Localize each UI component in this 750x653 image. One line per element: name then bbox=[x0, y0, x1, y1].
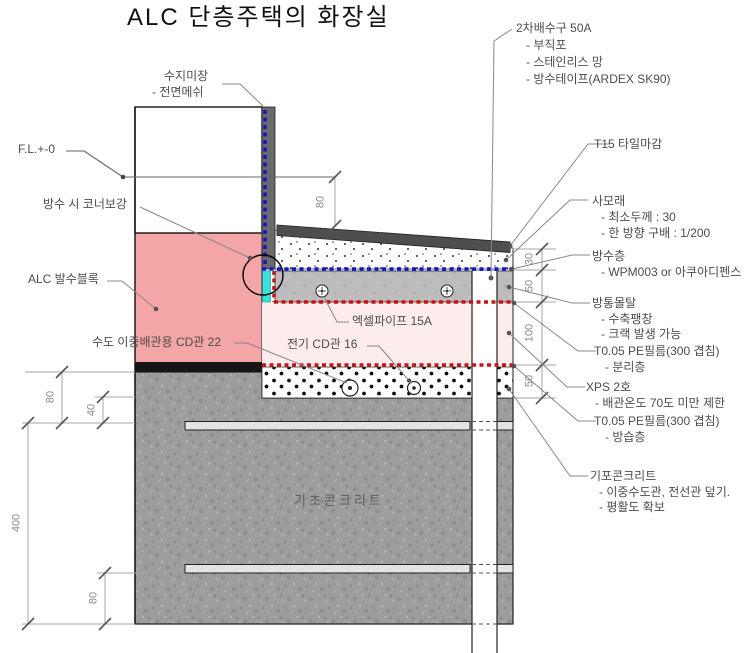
annotation-foam-title: 기포콘크리트 bbox=[590, 469, 657, 483]
wall-base-band bbox=[135, 362, 262, 372]
fl-marker-dot bbox=[120, 174, 126, 180]
rebar-upper bbox=[184, 421, 471, 431]
rebar-lower bbox=[184, 564, 471, 574]
membranes bbox=[262, 110, 513, 367]
annotation-mortar-item: - 크랙 발생 가능 bbox=[601, 327, 682, 341]
annotation-foam-item: - 이중수도관, 전선관 덮기. bbox=[599, 485, 731, 499]
dim-right-50a: 50 bbox=[523, 279, 536, 293]
annotation-mortar-item: - 수축팽창 bbox=[601, 312, 653, 326]
annotation-sand-title: 사모래 bbox=[592, 194, 626, 208]
dim-left-lower-80: 80 bbox=[87, 591, 100, 605]
leader-lines bbox=[107, 28, 610, 477]
dim-left-40: 40 bbox=[85, 403, 98, 417]
dimension-ticks bbox=[21, 170, 549, 631]
annotation-mortar-title: 방통몰탈 bbox=[592, 296, 637, 310]
annotation-xps-title: XPS 2호 bbox=[586, 380, 632, 394]
label-water-cd-pipe: 수도 이중배관용 CD관 22 bbox=[92, 335, 222, 349]
alc-block bbox=[135, 233, 262, 362]
annotation-drain-item: - 스테인리스 망 bbox=[526, 55, 603, 69]
annotation-pe-film2-title: T0.05 PE필름(300 겹침) bbox=[594, 414, 720, 428]
label-plaster-sub: - 전면메쉬 bbox=[152, 85, 204, 99]
label-xl-pipe: 엑셀파이프 15A bbox=[352, 314, 432, 328]
elec-cd-conduit-symbol bbox=[406, 380, 422, 396]
drawing-title: ALC 단층주택의 화장실 bbox=[127, 4, 390, 31]
annotation-drain-item: - 방수테이프(ARDEX SK90) bbox=[526, 72, 671, 86]
label-elec-cd-pipe: 전기 CD관 16 bbox=[287, 337, 358, 351]
drain-pipe bbox=[471, 250, 514, 653]
annotation-drain-title: 2차배수구 50A bbox=[516, 21, 592, 35]
annotation-waterproof-title: 방수층 bbox=[592, 249, 626, 263]
label-foundation: 기초콘크리트 bbox=[294, 493, 384, 508]
dim-right-50b: 50 bbox=[523, 374, 536, 388]
dim-wall-height: 80 bbox=[314, 195, 327, 209]
annotation-pe-film1-item: - 분리층 bbox=[605, 360, 646, 374]
annotation-pe-film2-item: - 방습층 bbox=[605, 430, 646, 444]
label-alc-block: ALC 발수블록 bbox=[28, 272, 99, 286]
leader-dots bbox=[153, 243, 517, 392]
annotation-waterproof-item: - WPM003 or 아쿠아디펜스 bbox=[601, 265, 742, 279]
label-fl: F.L.+-0 bbox=[18, 142, 56, 156]
fl-line bbox=[66, 150, 335, 178]
xl-pipe-symbol bbox=[315, 284, 329, 298]
dimension-lines bbox=[22, 177, 556, 625]
wall-section bbox=[134, 106, 263, 624]
embedded-pipes bbox=[315, 284, 454, 397]
edge-sealant-strip bbox=[262, 270, 271, 303]
annotation-pe-film1-title: T0.05 PE필름(300 겹침) bbox=[594, 344, 720, 358]
label-corner-reinforce: 방수 시 코너보강 bbox=[43, 197, 127, 211]
annotation-xps-item: - 배관온도 70도 미만 제한 bbox=[595, 396, 726, 410]
annotation-drain-item: - 부직포 bbox=[526, 38, 567, 52]
dim-right-100: 100 bbox=[523, 323, 536, 343]
corner-detail-circle bbox=[242, 254, 284, 296]
annotation-tile-title: T15 타일마감 bbox=[594, 137, 663, 151]
upper-wall bbox=[134, 106, 263, 234]
annotation-sand-item: - 최소두께 : 30 bbox=[601, 210, 676, 224]
tile-layer bbox=[276, 224, 511, 253]
label-plaster: 수지미장 bbox=[164, 69, 209, 83]
annotation-sand-item: - 한 방향 구배 : 1/200 bbox=[601, 226, 711, 240]
xps-layer bbox=[262, 302, 513, 365]
dim-left-400: 400 bbox=[10, 513, 23, 533]
dim-right-30: 30 bbox=[523, 252, 536, 266]
dim-left-80: 80 bbox=[44, 390, 57, 404]
xl-pipe-symbol bbox=[440, 284, 454, 298]
annotation-foam-item: - 평활도 확보 bbox=[599, 500, 665, 514]
foam-concrete-layer bbox=[261, 366, 514, 399]
water-cd-conduit-symbol bbox=[341, 379, 359, 397]
